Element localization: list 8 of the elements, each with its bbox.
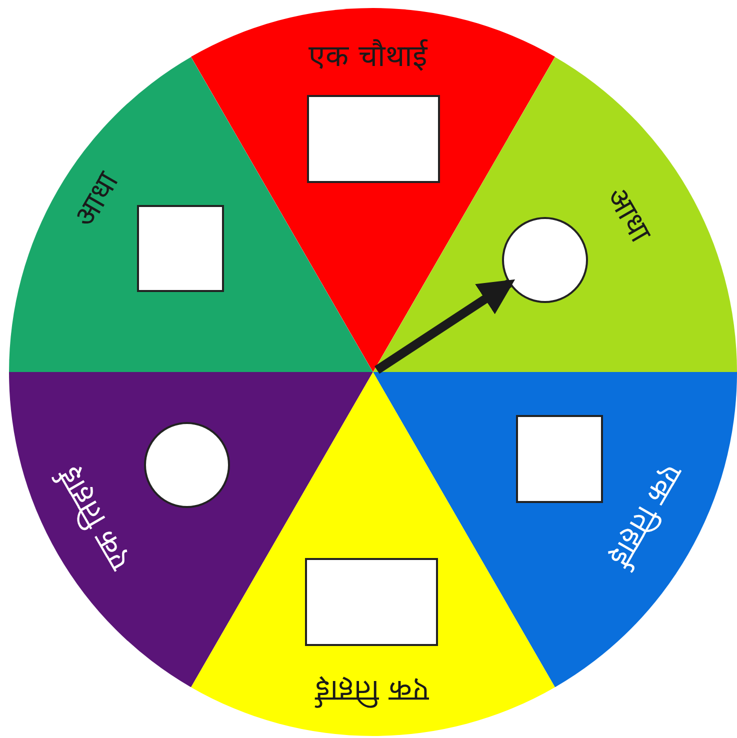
answer-box xyxy=(516,415,603,503)
sector-label: एक तिहाई xyxy=(315,672,429,708)
answer-box xyxy=(305,558,438,646)
answer-box xyxy=(307,95,440,183)
spinner-arrow xyxy=(374,279,516,374)
wheel-sector xyxy=(191,372,555,736)
answer-box xyxy=(137,204,224,292)
sector-label: एक चौथाई xyxy=(308,39,428,75)
